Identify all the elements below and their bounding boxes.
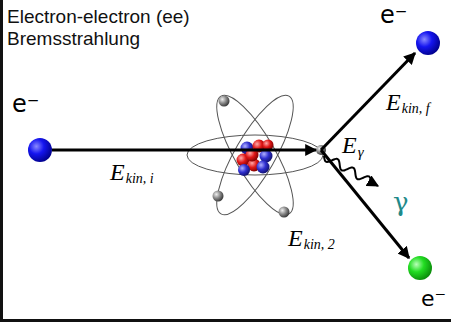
scattered-track xyxy=(321,53,415,150)
title: Electron-electron (ee) Bremsstrahlung xyxy=(7,6,243,50)
energy-symbol: E xyxy=(288,226,303,250)
frame-edge xyxy=(0,319,451,322)
photon-wave xyxy=(324,156,378,186)
particle-label: e⁻ xyxy=(421,288,446,310)
scattered-electron xyxy=(416,31,440,55)
neutron xyxy=(238,164,250,176)
energy-subscript: kin, i xyxy=(126,172,154,186)
atom-orbits xyxy=(187,86,323,224)
orbit xyxy=(204,86,307,224)
particle-label: e⁻ xyxy=(12,92,39,116)
energy-subscript: kin, f xyxy=(402,102,430,116)
bound-electron xyxy=(279,207,290,218)
frame-edge xyxy=(0,0,3,322)
energy-symbol: E xyxy=(110,160,125,184)
energy-symbol: E xyxy=(342,133,357,157)
title-box: Electron-electron (ee) Bremsstrahlung xyxy=(7,6,243,50)
neutron xyxy=(257,161,270,174)
photon-symbol: γ xyxy=(393,189,409,215)
energy-subscript: γ xyxy=(358,145,364,160)
bound-electron xyxy=(219,96,230,107)
orbit xyxy=(187,135,323,175)
incident-electron xyxy=(28,138,52,162)
orbit xyxy=(204,86,307,224)
energy-symbol: E xyxy=(386,90,401,114)
energy-subscript: kin, 2 xyxy=(304,238,335,252)
particle-label: e⁻ xyxy=(380,3,407,27)
nucleus xyxy=(237,140,274,177)
bound-electron xyxy=(213,191,224,202)
incoming-track xyxy=(52,149,316,152)
ejected-electron xyxy=(408,256,432,280)
